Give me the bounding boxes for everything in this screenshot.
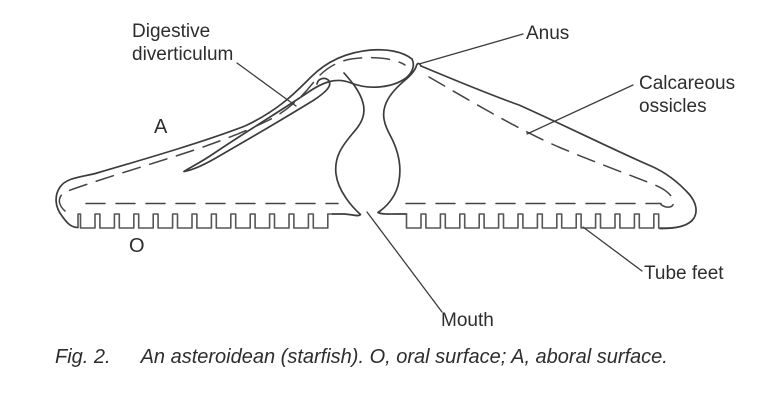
figure-number: Fig. 2. (55, 346, 111, 368)
digestive-diverticulum-shape (183, 58, 415, 173)
tube-feet-right-teeth (405, 213, 670, 229)
calcareous-ossicles-leader-line (526, 84, 634, 135)
stomach-right-wall (377, 62, 422, 215)
tube-feet-label: Tube feet (644, 263, 724, 284)
calcareous-ossicles-label: Calcareous ossicles (639, 73, 736, 117)
body-outline-right (420, 65, 697, 230)
ossicles-dashed-right (428, 76, 675, 208)
ossicles-dashed-left (58, 56, 406, 212)
digestive-diverticulum-label: Digestive diverticulum (132, 21, 234, 65)
figure-caption: Fig. 2. An asteroidean (starfish). O, or… (55, 346, 668, 369)
digestive-diverticulum-leader-line (236, 62, 297, 107)
body-outline-left (55, 48, 413, 229)
aboral-surface-marker: A (154, 116, 168, 138)
oral-surface-marker: O (129, 235, 145, 257)
stomach-left-wall (331, 72, 365, 217)
tube-feet-leader-line (582, 226, 643, 272)
anus-label: Anus (526, 23, 570, 44)
mouth-leader-line (366, 211, 443, 313)
tube-feet-left-teeth (77, 213, 333, 229)
mouth-label: Mouth (441, 310, 494, 331)
anus-leader-line (418, 33, 524, 65)
figure-caption-text: An asteroidean (starfish). O, oral surfa… (140, 346, 668, 368)
